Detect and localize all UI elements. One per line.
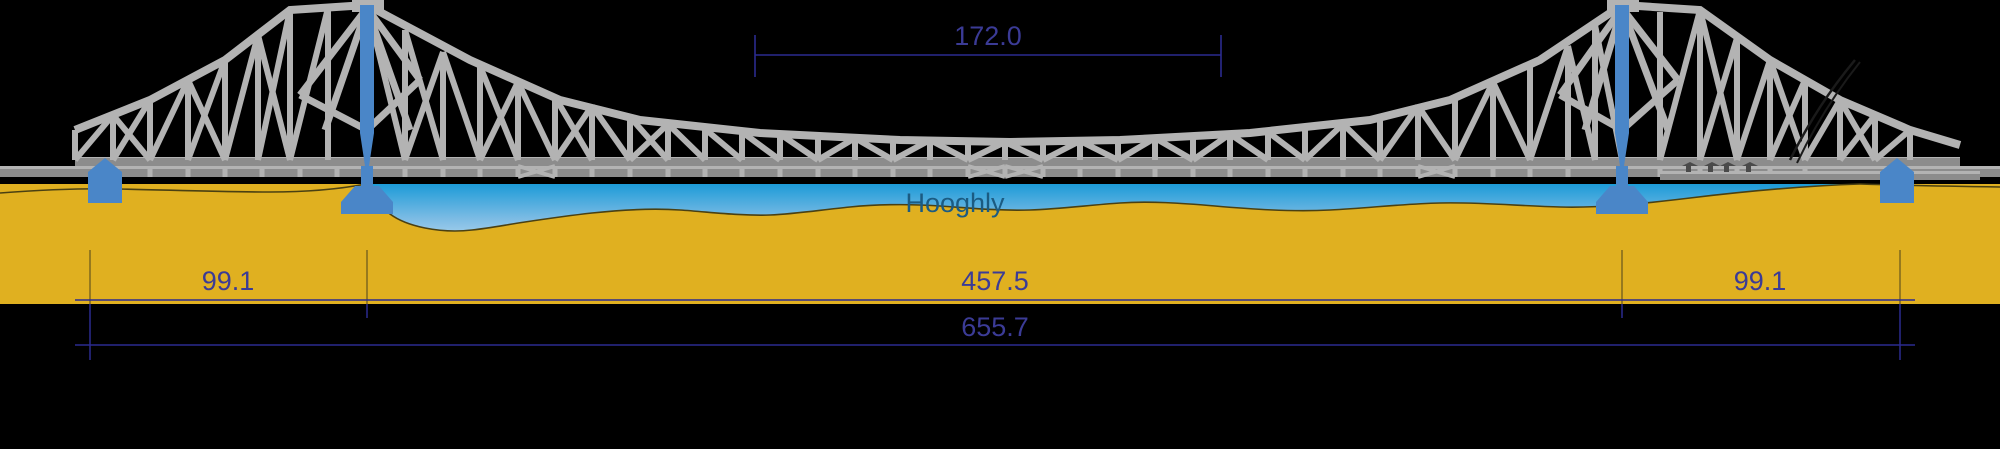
substructure-group — [88, 5, 1914, 214]
left-tower-column-upper — [360, 5, 374, 133]
dim-main-span-label: 457.5 — [961, 266, 1029, 296]
soil-fill — [0, 184, 2000, 304]
right-abutment — [1880, 158, 1914, 203]
right-arm-diagonals — [1657, 9, 1912, 163]
river-label: Hooghly — [905, 188, 1005, 218]
right-stay-cable — [1788, 59, 1856, 161]
dimension-suspended-span: 172.0 — [754, 21, 1222, 77]
terrain-group — [0, 183, 2000, 304]
upper-deck-slab — [75, 158, 1960, 166]
right-ramp-deck-top — [1660, 171, 1980, 174]
lower-lattice-crosses — [517, 164, 1456, 179]
dimension-row-spans: 99.1 457.5 99.1 — [75, 266, 1915, 301]
extension-lines-group — [89, 250, 1901, 360]
left-tower-column-taper — [360, 133, 374, 166]
right-ramp-deck — [1660, 173, 1980, 180]
dim-right-approach-label: 99.1 — [1734, 266, 1787, 296]
left-arm-verticals — [72, 8, 331, 160]
right-stay-cable-2 — [1796, 61, 1861, 164]
right-tower-column-upper — [1615, 5, 1629, 133]
left-abutment — [88, 158, 122, 203]
dim-total-length-label: 655.7 — [961, 312, 1029, 342]
suspended-span-diagonals — [740, 129, 1232, 163]
dim-left-approach-label: 99.1 — [202, 266, 255, 296]
right-bank-contour — [1859, 183, 2000, 188]
dim-172-label: 172.0 — [954, 21, 1022, 51]
right-cantilever-verticals — [1265, 25, 1598, 160]
left-bank-contour — [0, 183, 367, 194]
right-ramp-small-posts — [1682, 162, 1758, 172]
right-arm-verticals — [1657, 10, 1913, 160]
lower-lattice-group — [110, 164, 1808, 179]
riverbed-outline — [365, 183, 1861, 232]
right-tower-column-lower — [1616, 166, 1628, 188]
right-tower-column-taper — [1615, 133, 1629, 166]
top-chord — [73, 0, 1962, 149]
lower-deck-slab — [0, 168, 2000, 177]
right-tower-pedestal — [1596, 186, 1648, 214]
left-cantilever-diagonals — [364, 4, 744, 163]
dimension-row-total: 655.7 — [75, 312, 1915, 346]
right-approach-detail — [1660, 59, 1980, 180]
left-tower-column-lower — [361, 166, 373, 188]
left-tower-pedestal — [341, 186, 393, 214]
